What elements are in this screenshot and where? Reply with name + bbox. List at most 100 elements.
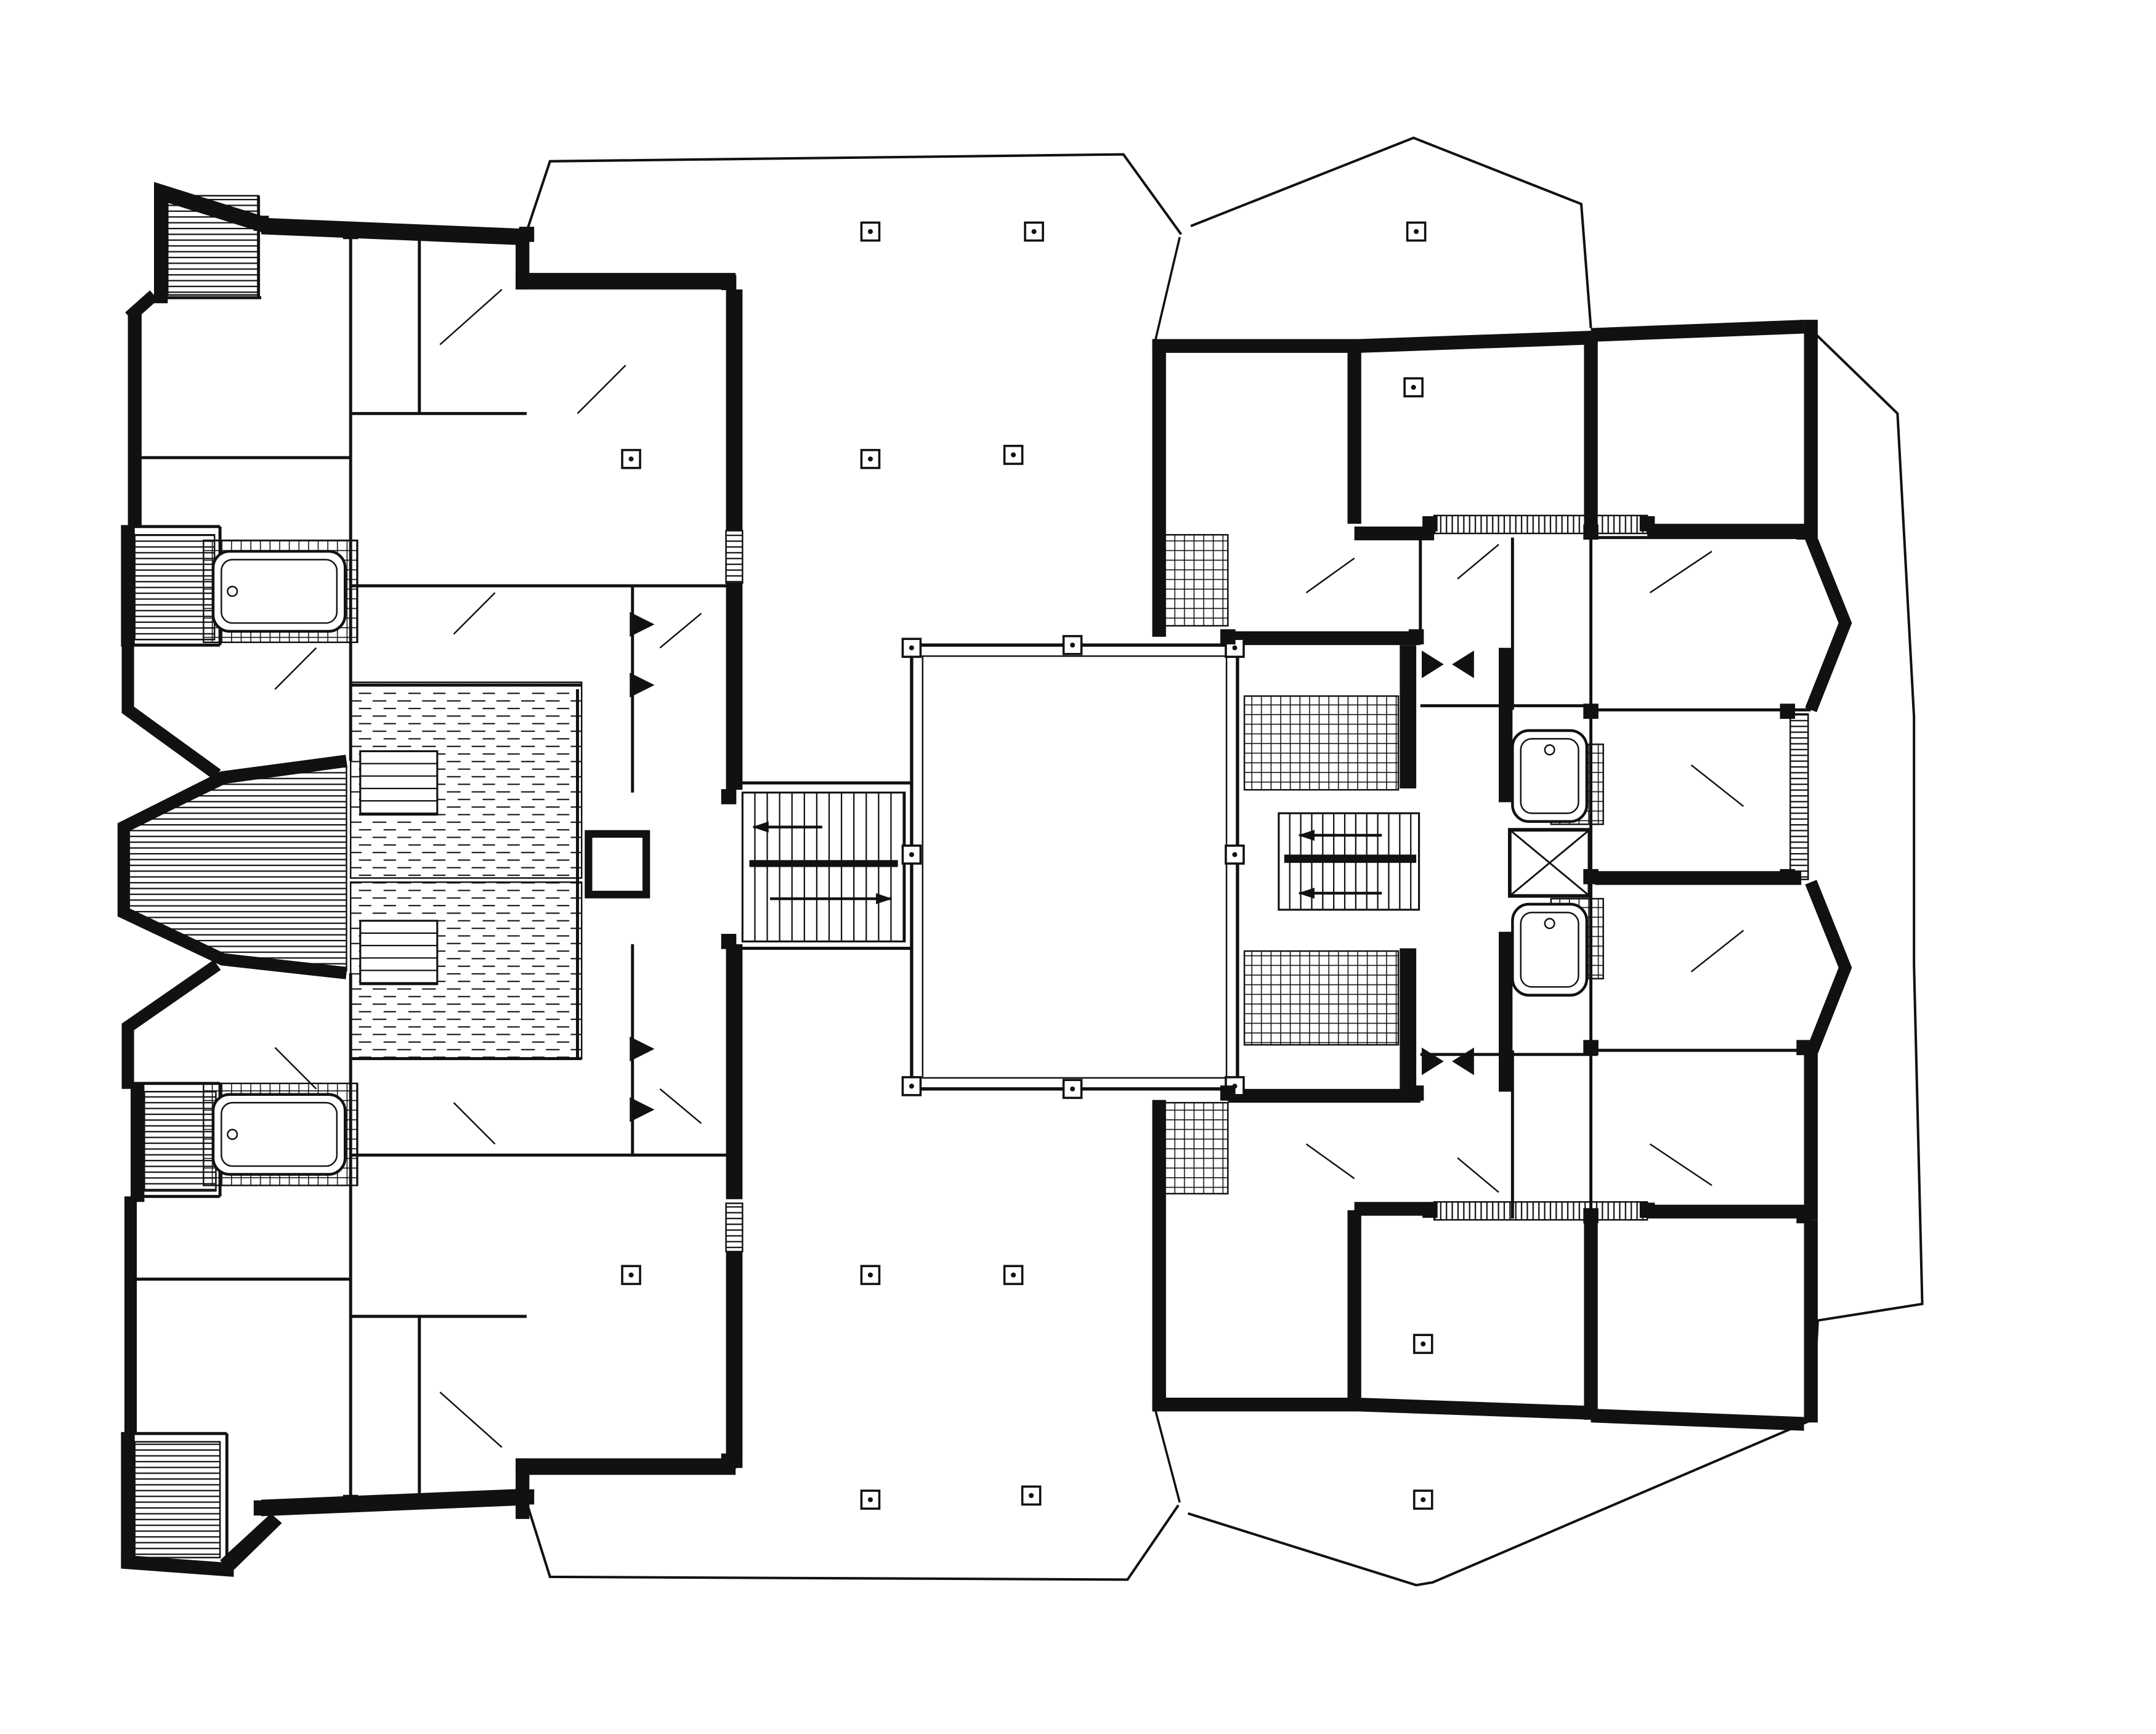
bathtub	[1511, 902, 1589, 997]
detail-line	[1457, 1157, 1499, 1193]
wall-segment	[1152, 1398, 1361, 1412]
column-marker	[860, 1489, 881, 1510]
steps	[359, 750, 439, 816]
detail-line	[439, 288, 503, 346]
wall-pilaster	[1639, 1202, 1655, 1218]
bathtub-drain	[227, 1128, 238, 1140]
wall-segment	[128, 314, 142, 527]
wall-segment	[726, 944, 743, 1199]
wall-segment	[1358, 331, 1591, 353]
wall-pilaster	[519, 227, 535, 242]
wall-segment	[1647, 524, 1807, 538]
balcony-hatch	[134, 533, 216, 641]
wall-segment	[117, 755, 347, 979]
elevator-shaft	[1507, 828, 1592, 898]
wall-segment	[220, 1513, 282, 1573]
duct-shaft	[585, 830, 650, 899]
wall-pilaster	[1422, 1202, 1438, 1218]
wall-segment	[261, 217, 527, 246]
column-center-dot	[1232, 852, 1238, 857]
wall-pilaster	[1796, 524, 1812, 540]
bathtub-drain	[1544, 744, 1555, 756]
wall-segment	[1400, 948, 1417, 1092]
wall-pilaster	[342, 1494, 359, 1510]
column-center-dot	[1070, 642, 1076, 648]
wall-segment	[121, 1433, 135, 1569]
bathtub	[211, 1093, 347, 1176]
wall-segment	[516, 1458, 736, 1475]
column-layer	[253, 216, 1812, 1516]
slab-edge-line	[1810, 330, 1924, 1420]
column-marker	[1021, 1485, 1042, 1506]
column-center-dot	[1031, 229, 1037, 234]
bathtub-rim	[1511, 729, 1589, 823]
wall-segment	[1228, 631, 1420, 646]
wall-pilaster	[1583, 1040, 1599, 1055]
tile-hatch	[1243, 950, 1400, 1046]
slab-edge-line	[1187, 1418, 1813, 1587]
wall-segment	[1400, 645, 1417, 788]
main-stair-west	[741, 792, 906, 942]
column-center-dot	[909, 645, 914, 650]
wall-segment	[121, 526, 135, 646]
wall-segment	[1354, 526, 1435, 541]
detail-line	[274, 1047, 317, 1090]
wall-segment	[1591, 320, 1804, 342]
door-leaf-triangle	[1452, 1047, 1474, 1076]
wall-pilaster	[1583, 1208, 1599, 1223]
window-hatch	[1433, 514, 1648, 535]
column-center-dot	[1414, 229, 1419, 234]
column-marker	[1062, 1079, 1083, 1100]
detail-line	[1649, 551, 1712, 594]
main-stair-east	[1278, 812, 1420, 911]
wall-pilaster	[1422, 516, 1438, 532]
steps-outline	[359, 750, 439, 816]
stair-divider	[1284, 854, 1417, 863]
window-hatch	[1433, 1201, 1648, 1221]
detail-line	[1690, 930, 1745, 973]
column-center-dot	[1070, 1086, 1076, 1092]
fixture-layer	[211, 549, 1592, 1176]
column-center-dot	[1411, 384, 1416, 390]
column-center-dot	[1420, 1341, 1426, 1347]
column-center-dot	[867, 1272, 873, 1278]
wall-segment	[1347, 339, 1361, 524]
wall-pilaster	[519, 1489, 535, 1505]
door-leaf-triangle	[630, 1036, 655, 1062]
column-marker	[901, 845, 922, 865]
wall-pilaster	[721, 934, 737, 949]
slab-strut-line	[1154, 1408, 1181, 1503]
bathtub-drain	[1544, 918, 1555, 930]
column-outline	[621, 448, 641, 469]
wall-segment	[516, 1458, 530, 1519]
window-hatch	[725, 1202, 744, 1253]
column-outline	[1406, 221, 1427, 242]
detail-line	[1457, 543, 1499, 580]
door-leaf-triangle	[630, 672, 655, 698]
detail-line	[1305, 557, 1355, 594]
wall-segment	[1805, 535, 1852, 713]
wall-pilaster	[1796, 1208, 1812, 1223]
window-hatch	[1789, 713, 1809, 880]
column-marker	[1003, 1265, 1024, 1286]
wall-segment	[516, 273, 736, 290]
wall-segment	[1347, 1210, 1361, 1403]
wall-segment	[1595, 871, 1802, 885]
detail-line	[1305, 1143, 1355, 1180]
stair-divider	[749, 860, 898, 867]
wall-segment	[1584, 1218, 1598, 1420]
column-center-dot	[1232, 645, 1238, 650]
wall-segment	[1804, 1054, 1818, 1220]
detail-line	[659, 1088, 702, 1124]
column-marker	[1003, 445, 1024, 465]
bathtub-basin	[221, 1101, 338, 1167]
wall-segment	[1152, 339, 1361, 353]
wall-pilaster	[1220, 1085, 1236, 1101]
stair-layer	[359, 750, 1420, 986]
column-outline	[860, 1489, 881, 1510]
wall-segment	[1499, 931, 1513, 1092]
column-marker	[1062, 634, 1083, 655]
bathtub-rim	[211, 1093, 347, 1176]
wall-segment	[1591, 1408, 1804, 1431]
